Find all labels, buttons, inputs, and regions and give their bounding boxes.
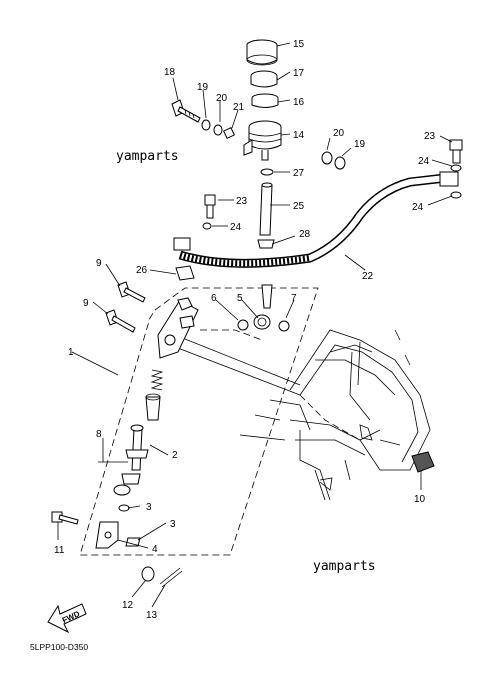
reservoir-14 <box>243 120 282 161</box>
callout-23b: 23 <box>424 131 436 142</box>
collar-20 <box>213 124 223 136</box>
callout-24c: 24 <box>412 202 424 213</box>
callout-20b: 20 <box>333 128 345 139</box>
brake-hose-22 <box>173 171 459 268</box>
pushrod-line-2 <box>174 334 301 386</box>
bolt-9-upper <box>117 281 146 303</box>
gasket-24-upper <box>450 164 462 172</box>
union-bolt-23-right <box>449 139 463 164</box>
damper-21 <box>223 127 235 139</box>
watermark-bottom: yamparts <box>313 559 376 574</box>
nut-3 <box>118 504 130 512</box>
callout-13: 13 <box>146 610 158 621</box>
callout-8: 8 <box>96 429 102 440</box>
hose-clamp-26 <box>175 265 195 281</box>
pushrod-assembly <box>113 424 149 496</box>
piston <box>145 393 161 421</box>
joint-5 <box>253 284 273 330</box>
callout-25: 25 <box>293 201 305 212</box>
clip-28 <box>257 239 275 249</box>
circlip-7 <box>278 320 290 332</box>
callout-9b: 9 <box>83 298 89 309</box>
bolt-18 <box>171 99 201 123</box>
callout-2: 2 <box>172 450 178 461</box>
cotter-pin-13-b <box>161 570 183 588</box>
callout-27: 27 <box>293 168 305 179</box>
washer-19 <box>201 119 211 131</box>
callout-5: 5 <box>237 293 243 304</box>
cotter-pin-13 <box>159 567 181 585</box>
callout-numbers: 15 17 16 14 18 19 20 21 20 19 27 25 28 2… <box>54 39 436 621</box>
watermark-top: yamparts <box>116 149 179 164</box>
callout-11: 11 <box>54 545 65 556</box>
hose-25 <box>259 182 273 236</box>
callout-4: 4 <box>152 544 158 555</box>
gasket-24 <box>202 222 212 230</box>
nut-10 <box>411 451 435 473</box>
frame <box>239 329 431 501</box>
callout-9: 9 <box>96 258 102 269</box>
bolt-9-lower <box>105 309 136 333</box>
washer-19b <box>334 156 346 170</box>
callout-18: 18 <box>164 67 176 78</box>
diagram-code: 5LPP100-D350 <box>30 642 88 652</box>
collar-20b <box>321 151 333 165</box>
pushrod-line <box>169 344 301 396</box>
callout-24: 24 <box>230 222 242 233</box>
clevis-4 <box>95 521 141 549</box>
callout-10: 10 <box>414 494 426 505</box>
callout-21: 21 <box>233 102 245 113</box>
callout-26: 26 <box>136 265 148 276</box>
callout-12: 12 <box>122 600 134 611</box>
o-ring-6 <box>237 319 249 331</box>
fwd-arrow-icon: FWD <box>47 603 87 634</box>
callout-7: 7 <box>291 293 297 304</box>
diaphragm-17 <box>250 70 278 88</box>
joint-dashed-link <box>200 329 263 341</box>
callout-20: 20 <box>216 93 228 104</box>
callout-3: 3 <box>146 502 152 513</box>
frame-dashed-link <box>299 394 361 441</box>
washer-12 <box>141 566 155 582</box>
assembly-outline <box>79 287 319 556</box>
diaphragm-plate-16 <box>251 93 279 108</box>
union-bolt-23 <box>204 194 216 219</box>
gasket-24-lower <box>450 191 462 199</box>
callout-24b: 24 <box>418 156 430 167</box>
callout-14: 14 <box>293 130 305 141</box>
callout-19: 19 <box>197 82 209 93</box>
callout-16: 16 <box>293 97 305 108</box>
callout-1: 1 <box>68 347 74 358</box>
bolt-11 <box>51 511 79 525</box>
callout-6: 6 <box>211 293 217 304</box>
clip-27 <box>260 168 274 176</box>
callout-23: 23 <box>236 196 248 207</box>
callout-19b: 19 <box>354 139 366 150</box>
callout-28: 28 <box>299 229 311 240</box>
reservoir-cap-15 <box>246 39 278 66</box>
callout-15: 15 <box>293 39 305 50</box>
leader-lines <box>57 42 453 608</box>
spring <box>150 369 164 391</box>
master-cylinder <box>157 297 199 359</box>
callout-17: 17 <box>293 68 305 79</box>
callout-3b: 3 <box>170 519 176 530</box>
fwd-label: FWD <box>61 609 82 625</box>
callout-22: 22 <box>362 271 374 282</box>
